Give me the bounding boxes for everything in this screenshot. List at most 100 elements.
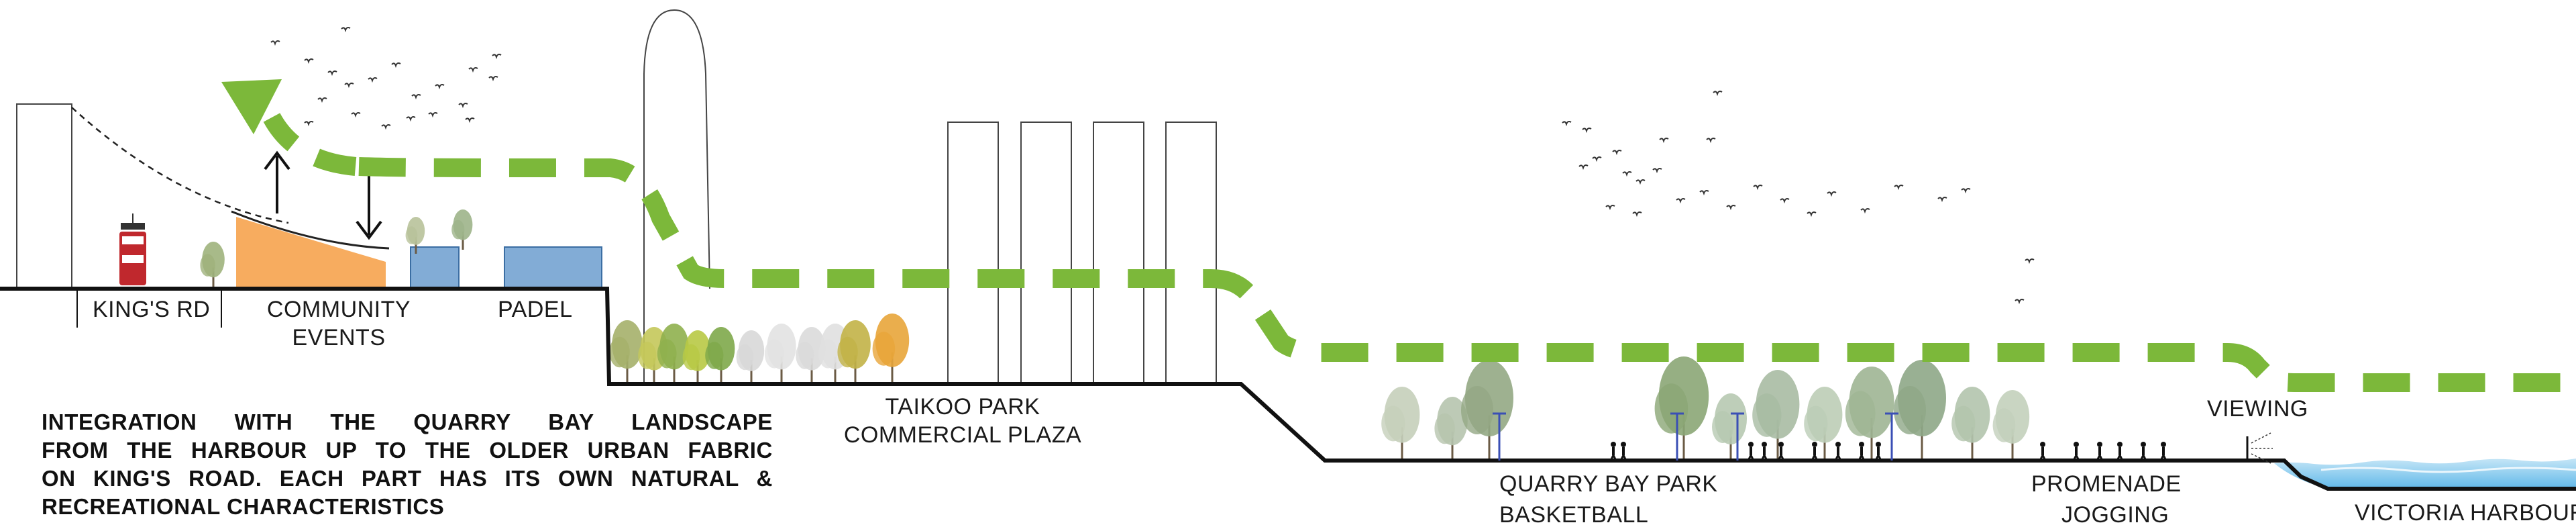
bird-icon: [270, 40, 280, 46]
bird-icon: [304, 58, 314, 64]
terrain-section-line: [0, 287, 2576, 491]
bird-icon: [1827, 191, 1837, 197]
green-path-arrowhead: [221, 79, 357, 176]
bird-icon: [351, 112, 361, 118]
bird-icon: [1562, 121, 1572, 127]
bird-icon: [1699, 190, 1709, 196]
bird-icon: [435, 84, 445, 90]
person-icon: [2096, 442, 2104, 461]
person-icon: [2159, 442, 2167, 461]
tree-icon: [405, 217, 425, 254]
bird-icon: [1894, 185, 1904, 191]
person-icon: [2072, 442, 2080, 461]
plaza-tower-4: [1165, 122, 1217, 385]
building-left: [16, 103, 72, 289]
tree-icon: [1752, 370, 1800, 461]
bird-icon: [1961, 188, 1971, 194]
bird-icon: [2025, 258, 2035, 264]
terrain-small-ticks: [76, 289, 222, 328]
cable-curve: [71, 107, 289, 224]
person-icon: [1609, 442, 1617, 461]
bird-icon: [1706, 138, 1716, 144]
label-quarry-line1: QUARRY BAY PARK: [1499, 471, 1718, 497]
person-icon: [1777, 442, 1785, 461]
bird-icon: [1713, 91, 1723, 97]
bird-icon: [1635, 179, 1646, 185]
label-kings-rd: KING'S RD: [93, 297, 211, 322]
tree-icon: [796, 327, 826, 384]
tree-icon: [1712, 393, 1747, 461]
caption-line-3: ON KING'S ROAD. EACH PART HAS ITS OWN NA…: [42, 466, 773, 491]
label-promenade: PROMENADE JOGGING: [2031, 470, 2182, 529]
green-walking-path: [358, 157, 2576, 392]
bird-icon: [317, 97, 327, 103]
bird-icon: [1612, 150, 1622, 156]
bird-icon: [1807, 211, 1817, 218]
tree-icon: [1381, 387, 1420, 461]
arrow-up-icon: [264, 150, 290, 213]
bird-icon: [1780, 198, 1790, 204]
tower-building: [643, 9, 710, 386]
bird-icon: [411, 94, 421, 100]
label-taikoo-line2: COMMERCIAL PLAZA: [843, 422, 1082, 448]
birds: [270, 27, 2035, 305]
person-icon: [1858, 442, 1866, 461]
arrow-down-icon: [356, 169, 382, 240]
bird-icon: [304, 121, 314, 127]
bird-icon: [1937, 197, 1947, 203]
community-structure: [236, 217, 602, 289]
label-padel: PADEL: [498, 297, 573, 322]
tree-icon: [682, 330, 711, 384]
bird-icon: [391, 62, 401, 68]
bird-icon: [1860, 208, 1870, 214]
plaza-tower-2: [1020, 122, 1072, 385]
bird-icon: [488, 76, 498, 82]
label-promenade-line1: PROMENADE: [2031, 471, 2182, 497]
bird-icon: [1659, 138, 1669, 144]
person-icon: [2139, 442, 2147, 461]
tree-icon: [1845, 367, 1894, 461]
label-community-line1: COMMUNITY: [266, 297, 411, 322]
bird-icon: [428, 112, 438, 118]
tree-icon: [1461, 360, 1513, 461]
tree-icon: [837, 320, 871, 384]
person-icon: [1811, 442, 1819, 461]
tree-icon: [736, 330, 765, 384]
tree-icon: [1804, 387, 1843, 461]
bird-icon: [1652, 168, 1662, 174]
tree-icon: [609, 320, 643, 384]
bird-icon: [1592, 156, 1602, 162]
label-community-events: COMMUNITY EVENTS: [258, 295, 419, 352]
bird-icon: [1582, 128, 1592, 134]
bird-icon: [1622, 171, 1632, 177]
label-taikoo-line1: TAIKOO PARK: [885, 394, 1040, 420]
label-viewing: VIEWING: [2207, 396, 2308, 422]
tree-icon: [764, 324, 796, 384]
label-quarry-line2: BASKETBALL: [1499, 502, 1649, 528]
bird-icon: [2015, 299, 2025, 305]
basketball-hoop-icon: [1670, 412, 1684, 461]
bird-icon: [341, 27, 351, 33]
tree-icon: [1992, 390, 2030, 461]
bird-icon: [1632, 211, 1642, 218]
label-taikoo-park: TAIKOO PARK COMMERCIAL PLAZA: [842, 393, 1083, 449]
plaza-tower-3: [1093, 122, 1144, 385]
bird-icon: [458, 103, 468, 109]
bird-icon: [1605, 205, 1615, 211]
bird-icon: [327, 70, 337, 77]
plaza-tower-1: [947, 122, 999, 385]
label-quarry-bay-park: QUARRY BAY PARK BASKETBALL: [1499, 470, 1718, 529]
tree-icon: [451, 209, 473, 250]
trees: [200, 209, 2030, 461]
person-icon: [1619, 442, 1627, 461]
label-promenade-line2: JOGGING: [2061, 502, 2169, 528]
caption-line-1: INTEGRATION WITH THE QUARRY BAY LANDSCAP…: [42, 410, 773, 434]
bird-icon: [368, 77, 378, 83]
bird-icon: [465, 117, 475, 124]
tree-icon: [1951, 387, 1990, 461]
viewing-marker: [2246, 432, 2273, 464]
tree-icon: [657, 324, 689, 384]
bird-icon: [492, 54, 502, 60]
person-icon: [2039, 442, 2047, 461]
tree-icon: [1654, 356, 1709, 461]
